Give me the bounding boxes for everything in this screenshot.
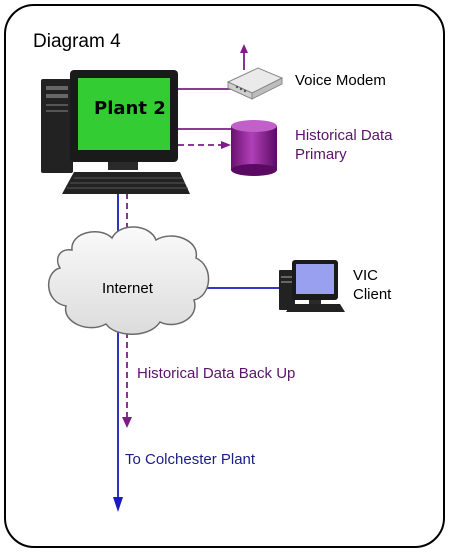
- connector-to-colchester: [113, 332, 123, 512]
- diagram-frame: [4, 4, 445, 548]
- connector-historical-backup: [122, 332, 132, 428]
- colchester-edge-label: To Colchester Plant: [125, 451, 256, 468]
- connector-modem-up: [240, 44, 248, 70]
- vic-label-line1: VIC: [353, 267, 379, 284]
- cloud-icon: [47, 226, 210, 335]
- computer-icon: [279, 260, 345, 312]
- connector-plant-historical-dashed: [178, 141, 231, 149]
- historical-label-line2: Primary: [295, 146, 347, 163]
- modem-label: Voice Modem: [295, 72, 386, 89]
- modem-icon: [226, 67, 284, 100]
- internet-label: Internet: [102, 280, 153, 297]
- diagram-title: Diagram 4: [33, 31, 121, 52]
- desktop-computer-icon: [41, 70, 190, 194]
- vic-label-line2: Client: [353, 286, 392, 303]
- backup-edge-label: Historical Data Back Up: [137, 365, 296, 382]
- database-cylinder-icon: [231, 120, 277, 176]
- plant-label: Plant 2: [94, 98, 166, 119]
- historical-label-line1: Historical Data: [295, 127, 393, 144]
